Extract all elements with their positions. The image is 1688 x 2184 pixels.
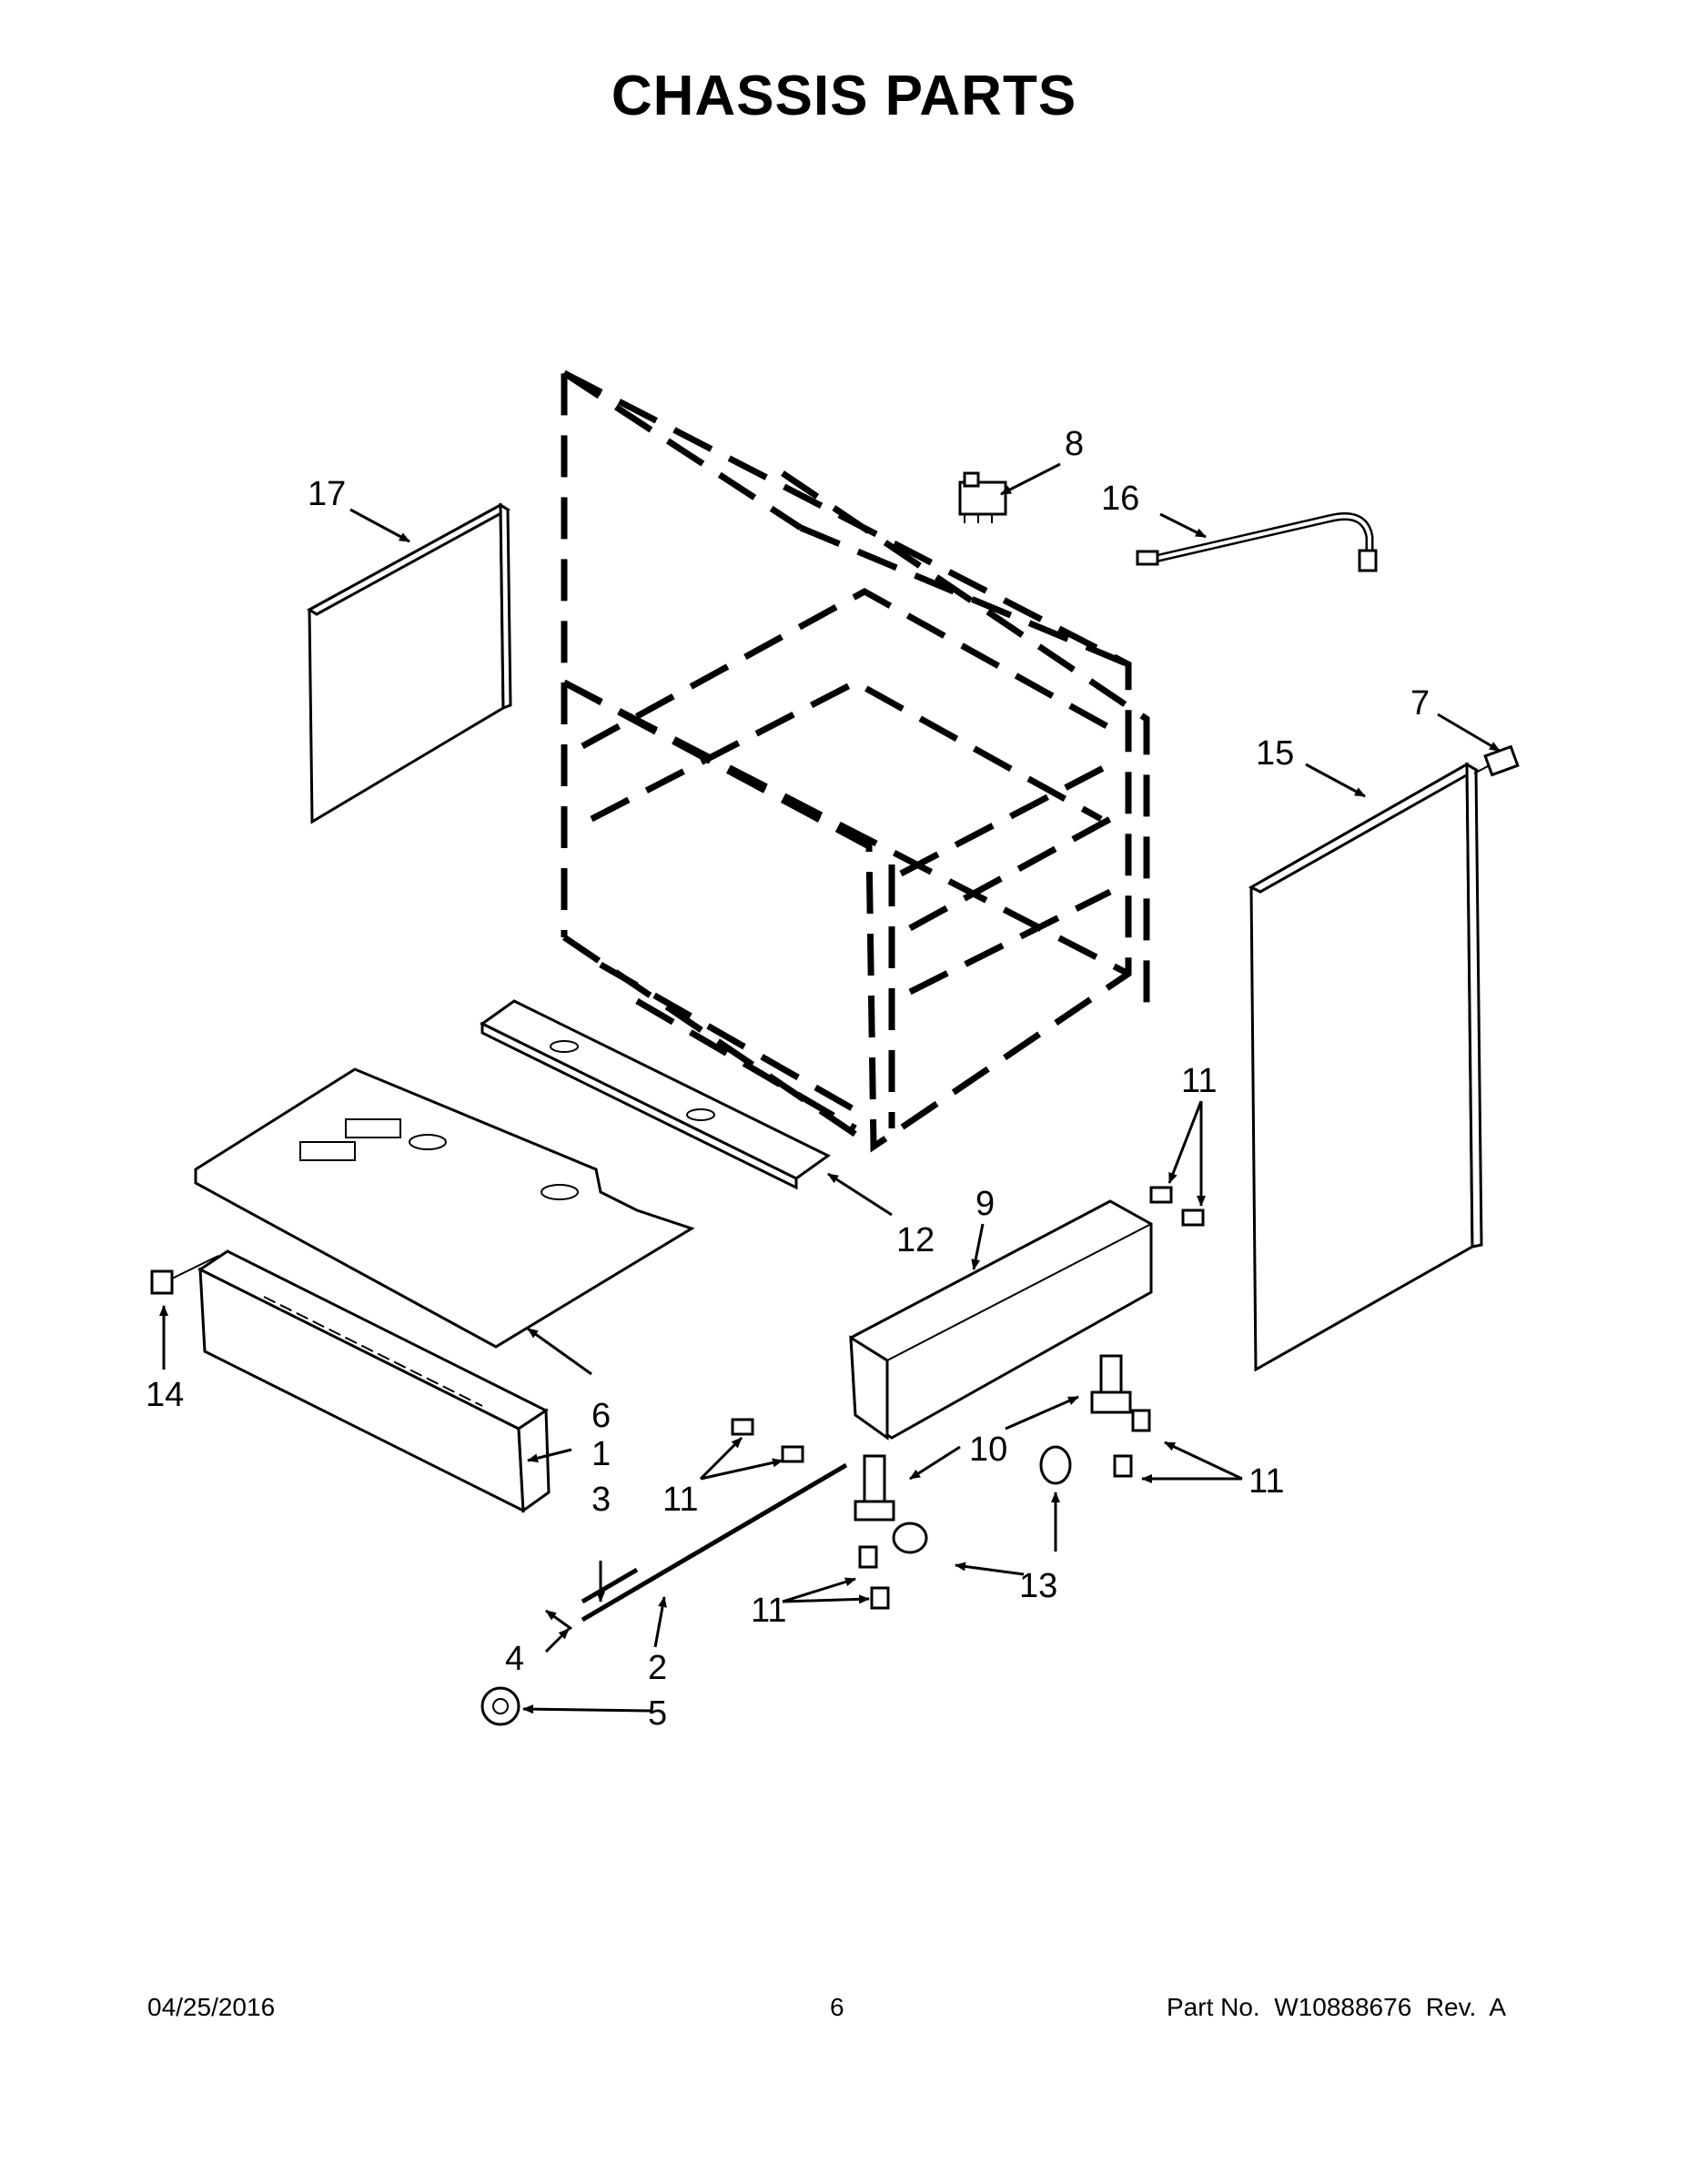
part-12-bracket [480,999,831,1190]
part-5-knob [480,1686,521,1726]
callout-13: 13 [1019,1567,1057,1605]
callout-2: 2 [648,1649,667,1687]
callout-1: 1 [591,1435,611,1473]
part-13-caster-right [1039,1445,1072,1485]
callout-11-bottom: 11 [751,1592,786,1630]
callout-17: 17 [308,475,346,513]
callout-15: 15 [1256,734,1294,773]
callout-11-left: 11 [662,1481,698,1519]
callout-14: 14 [146,1376,184,1414]
part-16-tube [1136,512,1378,572]
callout-8: 8 [1065,425,1084,463]
callout-10: 10 [969,1431,1007,1469]
part-9-base-frame [849,1199,1153,1441]
footer-part-number: Part No. W10888676 Rev. A [1167,1993,1507,2021]
callout-11-right: 11 [1248,1462,1284,1501]
part-11-screws [731,1186,1205,1610]
part-7-screw [1473,744,1520,777]
part-10-leveler-right [1090,1354,1132,1414]
callout-4: 4 [505,1640,524,1678]
footer-date: 04/25/2016 [147,1993,276,2021]
leader-lines [159,462,1501,1714]
part-6-bottom-plate [194,1067,695,1349]
callout-6: 6 [591,1397,611,1435]
callout-3: 3 [591,1481,611,1519]
callout-7: 7 [1410,684,1430,723]
part-10-leveler-left [854,1454,895,1522]
part-1-kick-panel [197,1249,551,1513]
callout-5: 5 [648,1694,667,1733]
part-2-rod [581,1462,848,1623]
part-17-left-side-panel [307,502,512,824]
part-15-right-side-panel [1248,762,1483,1372]
callout-16: 16 [1101,480,1139,518]
part-14-screw [150,1255,219,1295]
callout-9: 9 [975,1185,995,1223]
callout-11-top: 11 [1181,1062,1217,1100]
part-3-pin [581,1567,639,1604]
part-8-connector [958,471,1007,523]
oven-cavity-outline [561,368,1150,1153]
page-title: CHASSIS PARTS [611,65,1077,127]
footer-page-number: 6 [830,1993,844,2021]
callout-12: 12 [896,1221,935,1259]
part-13-caster-left [892,1522,928,1554]
callout-labels: 17 8 16 7 15 12 9 11 14 6 1 10 11 11 3 1… [146,425,1430,1733]
